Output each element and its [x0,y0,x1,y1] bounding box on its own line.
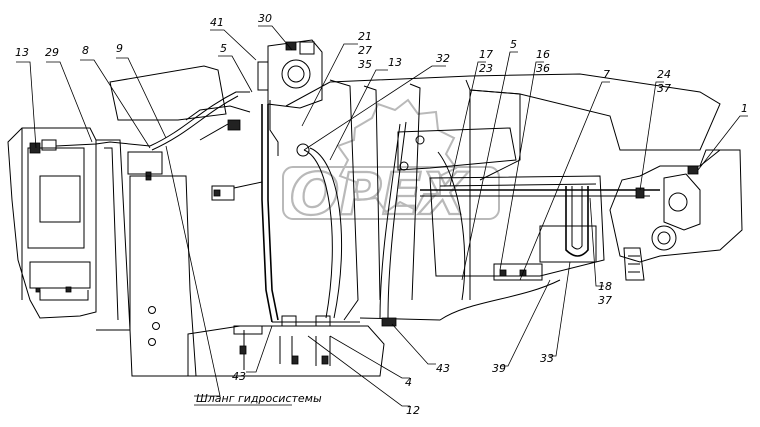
callout-4: 4 [405,376,412,389]
callout-35: 35 [358,58,372,71]
callout-37-top: 37 [657,82,671,95]
callout-16: 16 [536,48,550,61]
callout-23: 23 [479,62,493,75]
callout-36: 36 [536,62,550,75]
callout-24: 24 [657,68,671,81]
watermark-text: OPEX [290,160,469,228]
callout-numbers: 13 29 8 9 41 30 5 21 27 35 13 32 17 23 5… [15,12,748,417]
callout-7: 7 [603,68,610,81]
leader-lines [16,25,748,407]
central-frame [149,39,721,377]
callout-30: 30 [258,12,272,25]
callout-27: 27 [358,44,372,57]
callout-8: 8 [82,44,89,57]
right-assembly [609,149,743,281]
callout-13-left: 13 [15,46,29,59]
callout-39: 39 [492,362,506,375]
hose-label-group: Шланг гидросистемы [194,392,322,406]
left-assembly [7,65,251,377]
callout-32: 32 [436,52,450,65]
callout-41: 41 [210,16,224,29]
watermark-frame [282,166,500,220]
callout-33: 33 [540,352,554,365]
callout-13-center: 13 [388,56,402,69]
callout-43-left: 43 [232,370,246,383]
callout-5-left: 5 [220,42,227,55]
watermark-gear [336,98,458,214]
hose-label: Шланг гидросистемы [196,392,322,405]
callout-1: 1 [741,102,748,115]
callout-43-right: 43 [436,362,450,375]
callout-37-bottom: 37 [598,294,612,307]
callout-5-center: 5 [510,38,517,51]
callout-21: 21 [358,30,372,43]
callout-17: 17 [479,48,493,61]
callout-9: 9 [116,42,123,55]
callout-29: 29 [45,46,59,59]
watermark: OPEX [282,98,500,229]
callout-12: 12 [406,404,420,417]
callout-18: 18 [598,280,612,293]
